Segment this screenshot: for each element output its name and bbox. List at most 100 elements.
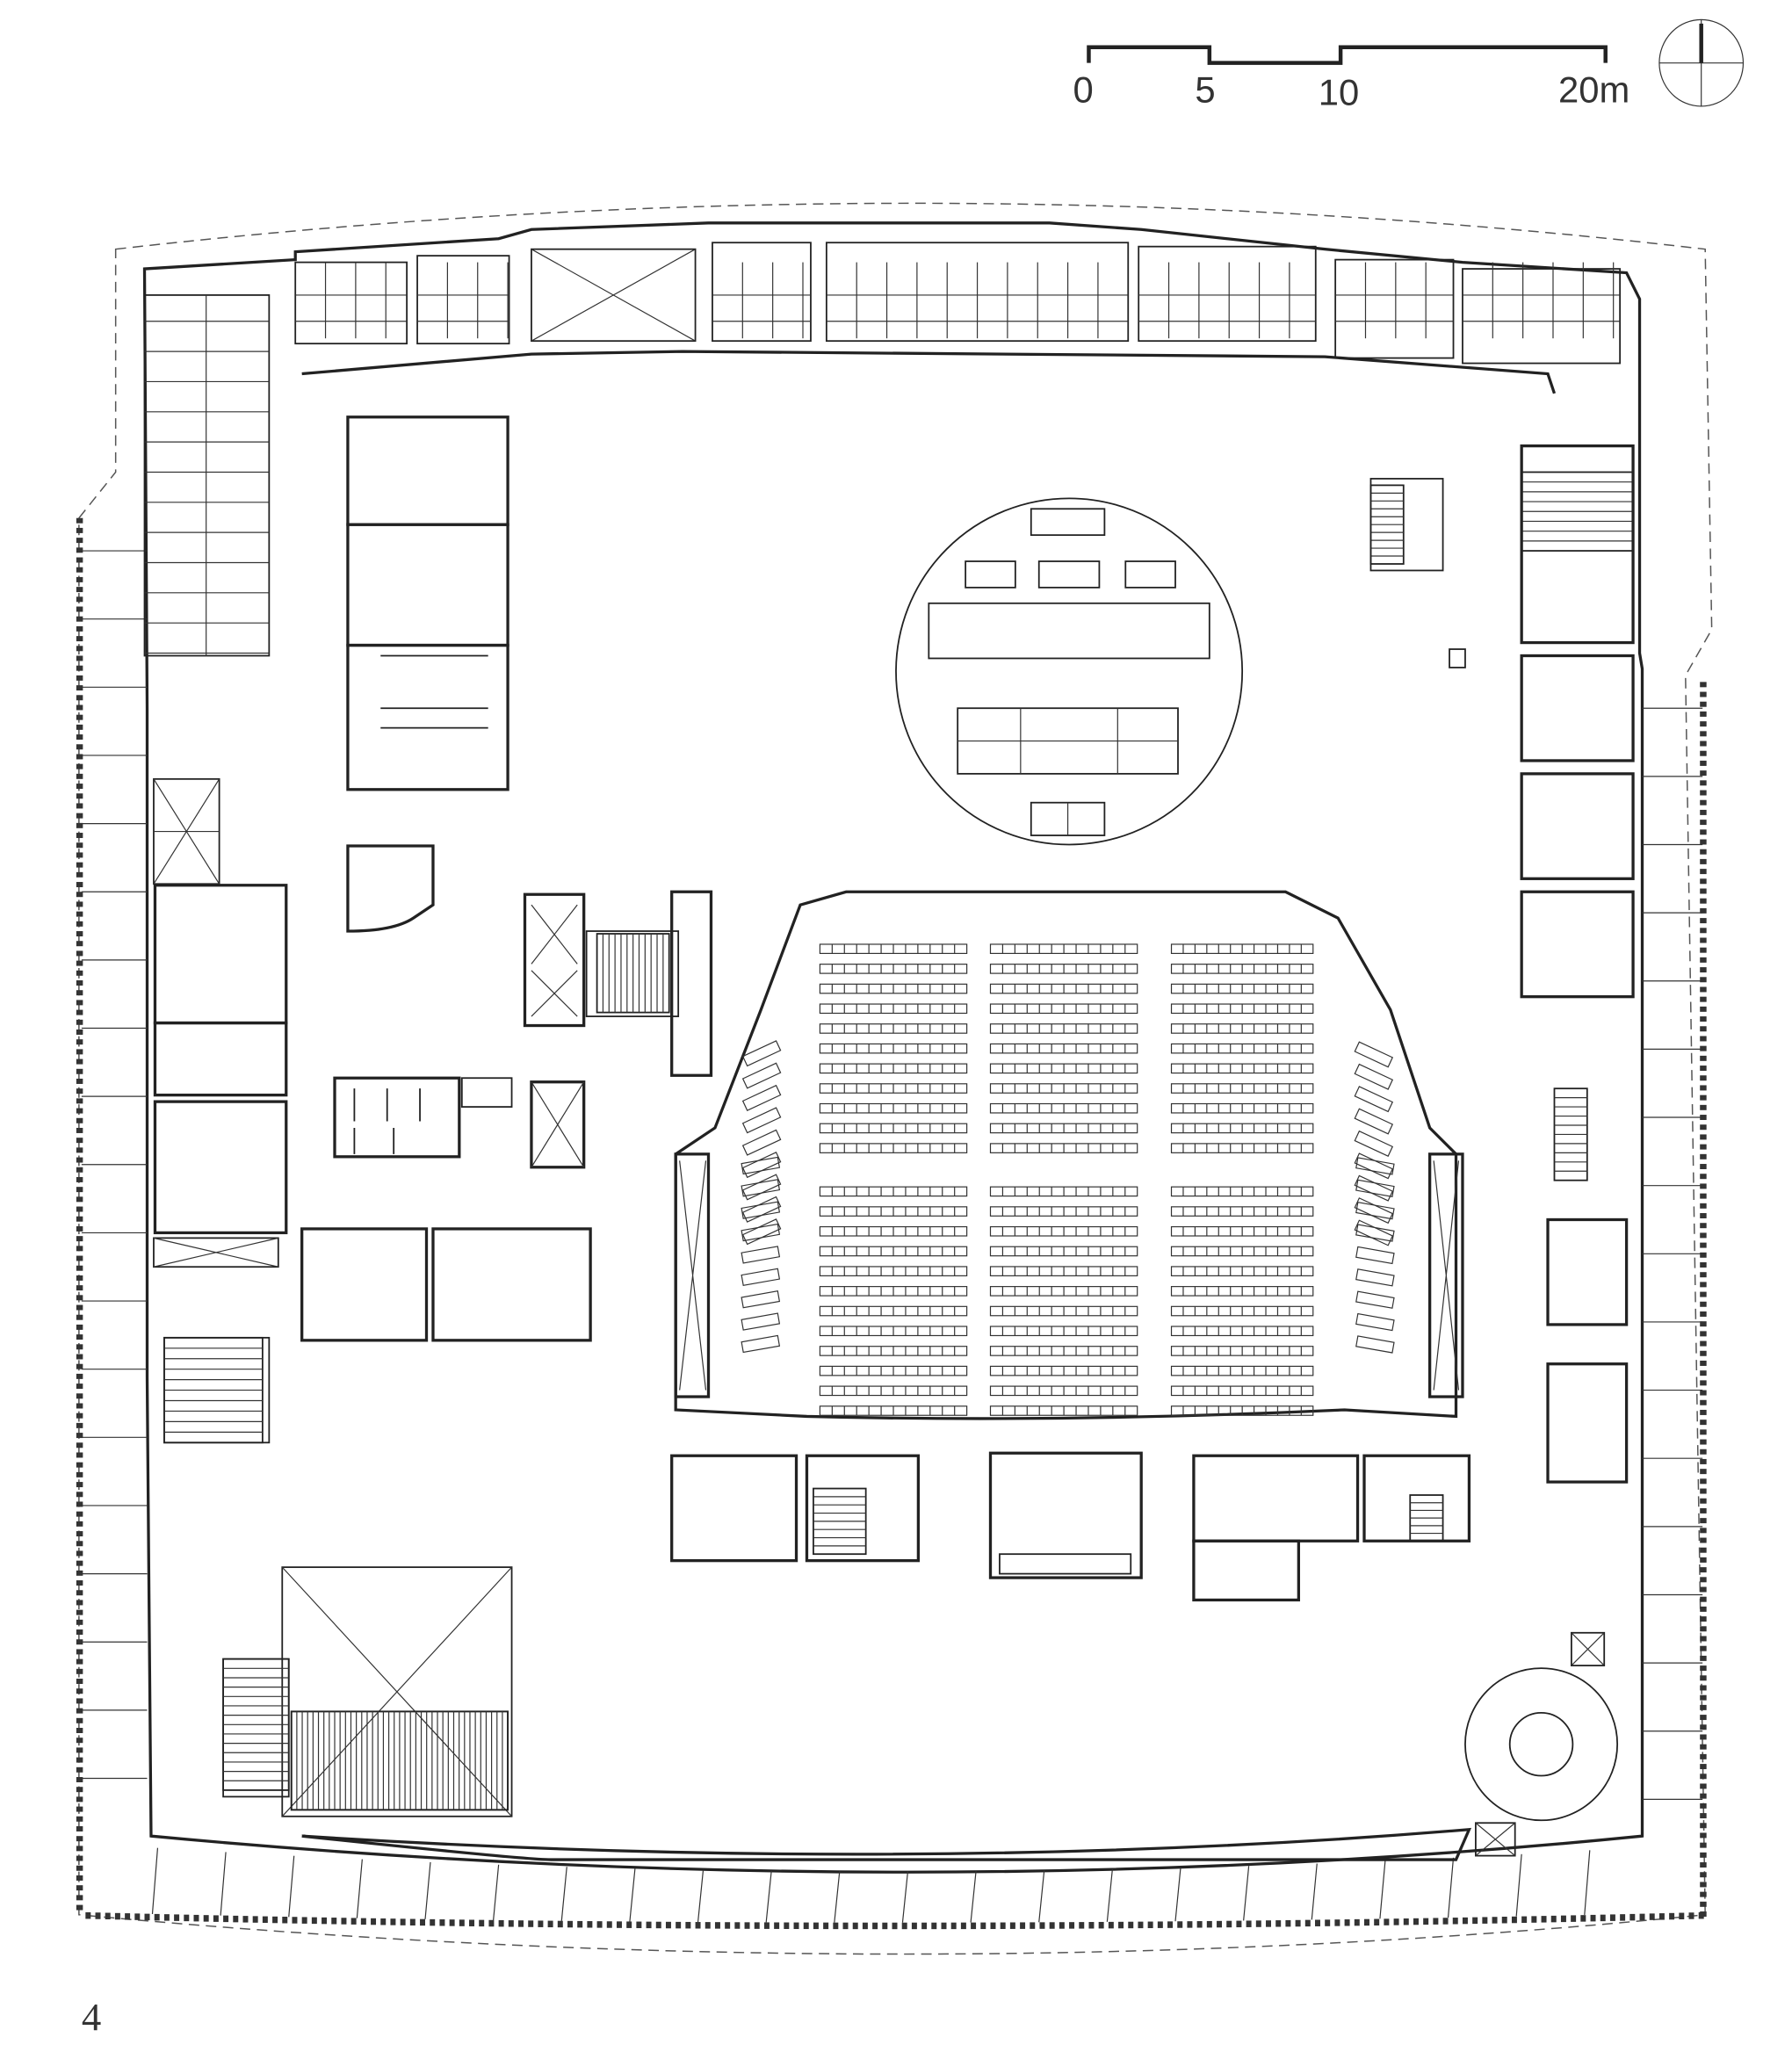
mullion [76,1138,83,1144]
seat-row [1170,1385,1314,1397]
mullion [76,1255,83,1261]
mullion [1423,1918,1429,1925]
mullion [76,1560,83,1566]
mullion [1700,1055,1707,1061]
mullion [1700,1104,1707,1110]
mullion [1700,1291,1707,1297]
mullion [1700,1095,1707,1101]
mullion [76,1058,83,1065]
fin [1174,1868,1181,1922]
mullion [76,1236,83,1242]
mullion [76,882,83,888]
seat-row [989,1143,1138,1153]
mullion [1266,1920,1271,1927]
scale-label-5: 5 [1195,69,1215,110]
side-seat [741,1040,782,1067]
mullion [76,1384,83,1390]
mullion [76,1836,83,1842]
mullion [1700,1636,1707,1642]
mullion [1700,1488,1707,1494]
mullion [134,1913,141,1920]
mullion [1700,790,1707,796]
mullion [76,754,83,760]
mullion [1700,1852,1707,1858]
seat-row [1170,1365,1314,1376]
mullion [1069,1922,1075,1929]
fin [1038,1870,1045,1923]
mullion [1560,1915,1566,1923]
mullion [1700,780,1707,786]
mullion [1700,1006,1707,1012]
mullion [76,1717,83,1723]
mullion [76,1738,83,1744]
mullion [1442,1918,1449,1925]
side-seat [741,1174,782,1201]
seat-row [989,964,1138,974]
mullion [1700,1704,1707,1710]
mullion [1700,839,1707,845]
mullion [1700,1557,1707,1563]
mullion [76,1600,83,1606]
mullion [1501,1917,1507,1924]
seat-row [819,1266,968,1276]
mullion [76,636,83,642]
mullion [1700,928,1707,934]
mullion [1039,1922,1045,1929]
mullion [1700,1242,1707,1248]
mullion [95,1912,101,1919]
seat-row [989,1083,1138,1094]
mullion [1700,1774,1707,1780]
mullion [76,1354,83,1360]
mullion [76,547,83,553]
mullion [1700,1685,1707,1691]
mullion [1700,1124,1707,1131]
mullion [76,1363,83,1369]
mullion [1550,1915,1557,1923]
mullion [76,1147,83,1153]
mullion [774,1922,780,1929]
mullion [1700,1036,1707,1042]
mullion [76,1285,83,1291]
side-seat [1355,1312,1395,1332]
seat-row [989,1225,1138,1237]
mullion [1700,1537,1707,1543]
mullion [76,1885,83,1891]
mullion [76,892,83,898]
mullion [76,596,83,603]
stair-flight [1369,484,1405,565]
mullion [1325,1919,1331,1926]
mullion [1700,1085,1707,1091]
side-seat [741,1129,782,1156]
side-seat [1355,1179,1395,1198]
mullion [125,1913,131,1920]
mullion [76,1019,83,1025]
mullion [76,1393,83,1399]
mullion [203,1915,209,1922]
mullion [882,1922,888,1930]
mullion [76,1000,83,1006]
stair-flight [290,1710,509,1811]
seat-row [1170,1123,1314,1134]
seat-row [1170,1083,1314,1094]
mullion [76,1373,83,1379]
side-seat [741,1179,781,1197]
mullion [76,734,83,741]
mullion [76,1846,83,1852]
mullion [223,1915,229,1923]
seat-row [989,1266,1138,1276]
mullion [685,1921,691,1929]
seat-row [1170,1186,1314,1197]
mullion [163,1914,170,1921]
side-seat [1355,1224,1395,1242]
mullion [76,1482,83,1488]
mullion [76,1492,83,1498]
mullion [1020,1922,1026,1929]
side-seat [1354,1130,1394,1158]
mullion [1700,1783,1707,1789]
mullion [1700,1478,1707,1485]
mullion [76,1904,83,1911]
mullion [144,1913,150,1921]
seat-row [989,1286,1138,1297]
seat-row [989,1043,1138,1054]
mullion [1000,1922,1006,1929]
